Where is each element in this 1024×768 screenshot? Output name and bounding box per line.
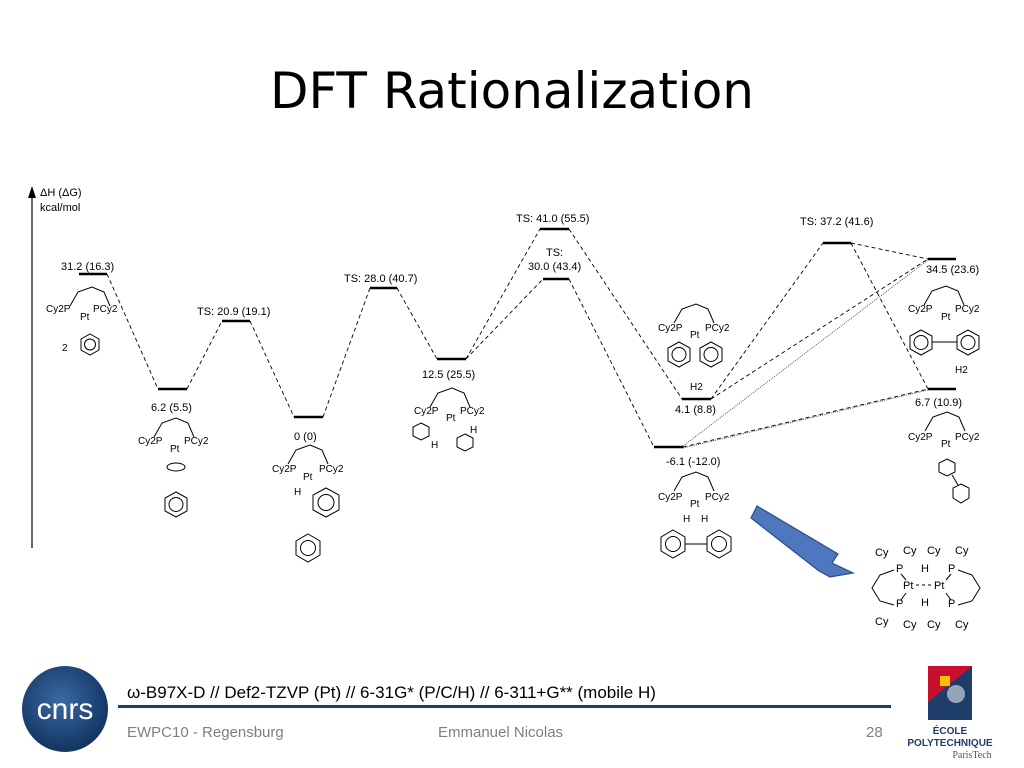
axis-label-line2: kcal/mol — [40, 202, 80, 214]
struct-1-cy2p: Cy2P — [46, 304, 71, 315]
level-label-7: TS: 41.0 (55.5) — [516, 213, 589, 225]
structure-5: Cy2P PCy2 Pt H2 — [658, 303, 730, 393]
method-text: ω-B97X-D // Def2-TZVP (Pt) // 6-31G* (P/… — [127, 683, 656, 702]
struct-2-cy2p: Cy2P — [138, 436, 163, 447]
axis-label-line1: ΔH (ΔG) — [40, 187, 82, 199]
struct-6-cy2p: Cy2P — [658, 492, 683, 503]
level-label-5: TS: 28.0 (40.7) — [344, 273, 417, 285]
struct-8-pt: Pt — [941, 439, 951, 450]
dimer-pt-1: Pt — [903, 580, 913, 592]
energy-levels — [79, 227, 956, 449]
struct-1-pcy2: PCy2 — [93, 304, 118, 315]
dimer-p-1: P — [896, 563, 903, 575]
struct-4-cy2p: Cy2P — [414, 406, 439, 417]
polytech-line3: ParisTech — [952, 750, 991, 761]
dimer-cy-5: Cy — [875, 616, 889, 628]
struct-8-pcy2: PCy2 — [955, 432, 980, 443]
energy-diagram: ΔH (ΔG) kcal/mol — [28, 186, 981, 631]
level-label-13: 6.7 (10.9) — [915, 397, 962, 409]
footer-conference: EWPC10 - Regensburg — [127, 724, 284, 741]
struct-4-h1: H — [470, 425, 477, 436]
dimer-cy-4: Cy — [955, 545, 969, 557]
struct-3-cy2p: Cy2P — [272, 464, 297, 475]
dimer-cy-2: Cy — [903, 545, 917, 557]
dimer-pt-2: Pt — [934, 580, 944, 592]
level-label-4: 0 (0) — [294, 431, 317, 443]
footer-divider — [118, 705, 891, 708]
ecole-polytechnique-logo: ÉCOLE POLYTECHNIQUE ParisTech — [907, 666, 993, 761]
zoom-arrow — [750, 505, 855, 578]
struct-4-pt: Pt — [446, 413, 456, 424]
reaction-pathway-connectors — [106, 228, 929, 448]
level-label-12: 34.5 (23.6) — [926, 264, 979, 276]
struct-5-h2: H2 — [690, 382, 703, 393]
struct-7-pcy2: PCy2 — [955, 304, 980, 315]
dimer-cy-8: Cy — [955, 619, 969, 631]
structure-6: Cy2P PCy2 Pt H H — [658, 471, 732, 559]
dimer-p-3: P — [896, 598, 903, 610]
level-label-2: 6.2 (5.5) — [151, 402, 192, 414]
dimer-h-1: H — [921, 563, 929, 575]
polytech-line2: POLYTECHNIQUE — [907, 738, 993, 749]
dimer-cy-6: Cy — [903, 619, 917, 631]
level-label-3: TS: 20.9 (19.1) — [197, 306, 270, 318]
cnrs-logo: cnrs — [22, 666, 108, 752]
structure-7: Cy2P PCy2 Pt H2 — [908, 285, 980, 376]
level-label-11: TS: 37.2 (41.6) — [800, 216, 873, 228]
struct-6-pt: Pt — [690, 499, 700, 510]
struct-8-cy2p: Cy2P — [908, 432, 933, 443]
level-label-6: 12.5 (25.5) — [422, 369, 475, 381]
struct-1-pt: Pt — [80, 312, 90, 323]
level-label-8a: TS: — [546, 247, 563, 259]
energy-axis: ΔH (ΔG) kcal/mol — [28, 186, 82, 548]
structure-4: Cy2P PCy2 Pt H H — [412, 387, 485, 452]
struct-5-cy2p: Cy2P — [658, 323, 683, 334]
slide-title: DFT Rationalization — [270, 62, 754, 120]
struct-6-h2: H — [701, 514, 708, 525]
struct-4-pcy2: PCy2 — [460, 406, 485, 417]
struct-3-h: H — [294, 487, 301, 498]
dimer-h-2: H — [921, 597, 929, 609]
wavy-connectors — [682, 259, 929, 449]
level-label-10: -6.1 (-12.0) — [666, 456, 720, 468]
dimer-cy-3: Cy — [927, 545, 941, 557]
dimer-cy-7: Cy — [927, 619, 941, 631]
footer-page-number: 28 — [866, 724, 883, 741]
level-label-8b: 30.0 (43.4) — [528, 261, 581, 273]
structure-8: Cy2P PCy2 Pt — [908, 411, 980, 504]
struct-6-h1: H — [683, 514, 690, 525]
struct-4-h2: H — [431, 440, 438, 451]
level-label-1: 31.2 (16.3) — [61, 261, 114, 273]
struct-7-h2: H2 — [955, 365, 968, 376]
struct-3-pt: Pt — [303, 472, 313, 483]
dimer-cy-1: Cy — [875, 547, 889, 559]
struct-7-pt: Pt — [941, 312, 951, 323]
footer-author: Emmanuel Nicolas — [438, 724, 564, 741]
struct-6-pcy2: PCy2 — [705, 492, 730, 503]
struct-5-pt: Pt — [690, 330, 700, 341]
structure-1: Cy2P PCy2 Pt 2 — [46, 286, 118, 356]
struct-2-pt: Pt — [170, 444, 180, 455]
level-label-9: 4.1 (8.8) — [675, 404, 716, 416]
dimer-structure: Cy Cy Cy Cy P P H Pt Pt H P P Cy Cy Cy C… — [871, 545, 981, 631]
cnrs-logo-text: cnrs — [37, 693, 94, 726]
dimer-p-4: P — [948, 598, 955, 610]
polytech-line1: ÉCOLE — [933, 724, 968, 737]
structure-3: Cy2P PCy2 Pt H — [272, 444, 344, 563]
structure-2: Cy2P PCy2 Pt — [138, 417, 209, 518]
struct-2-pcy2: PCy2 — [184, 436, 209, 447]
struct-5-pcy2: PCy2 — [705, 323, 730, 334]
dimer-p-2: P — [948, 563, 955, 575]
level-labels: 31.2 (16.3) 6.2 (5.5) TS: 20.9 (19.1) 0 … — [61, 213, 979, 468]
struct-7-cy2p: Cy2P — [908, 304, 933, 315]
struct-1-coef: 2 — [62, 343, 68, 354]
struct-3-pcy2: PCy2 — [319, 464, 344, 475]
